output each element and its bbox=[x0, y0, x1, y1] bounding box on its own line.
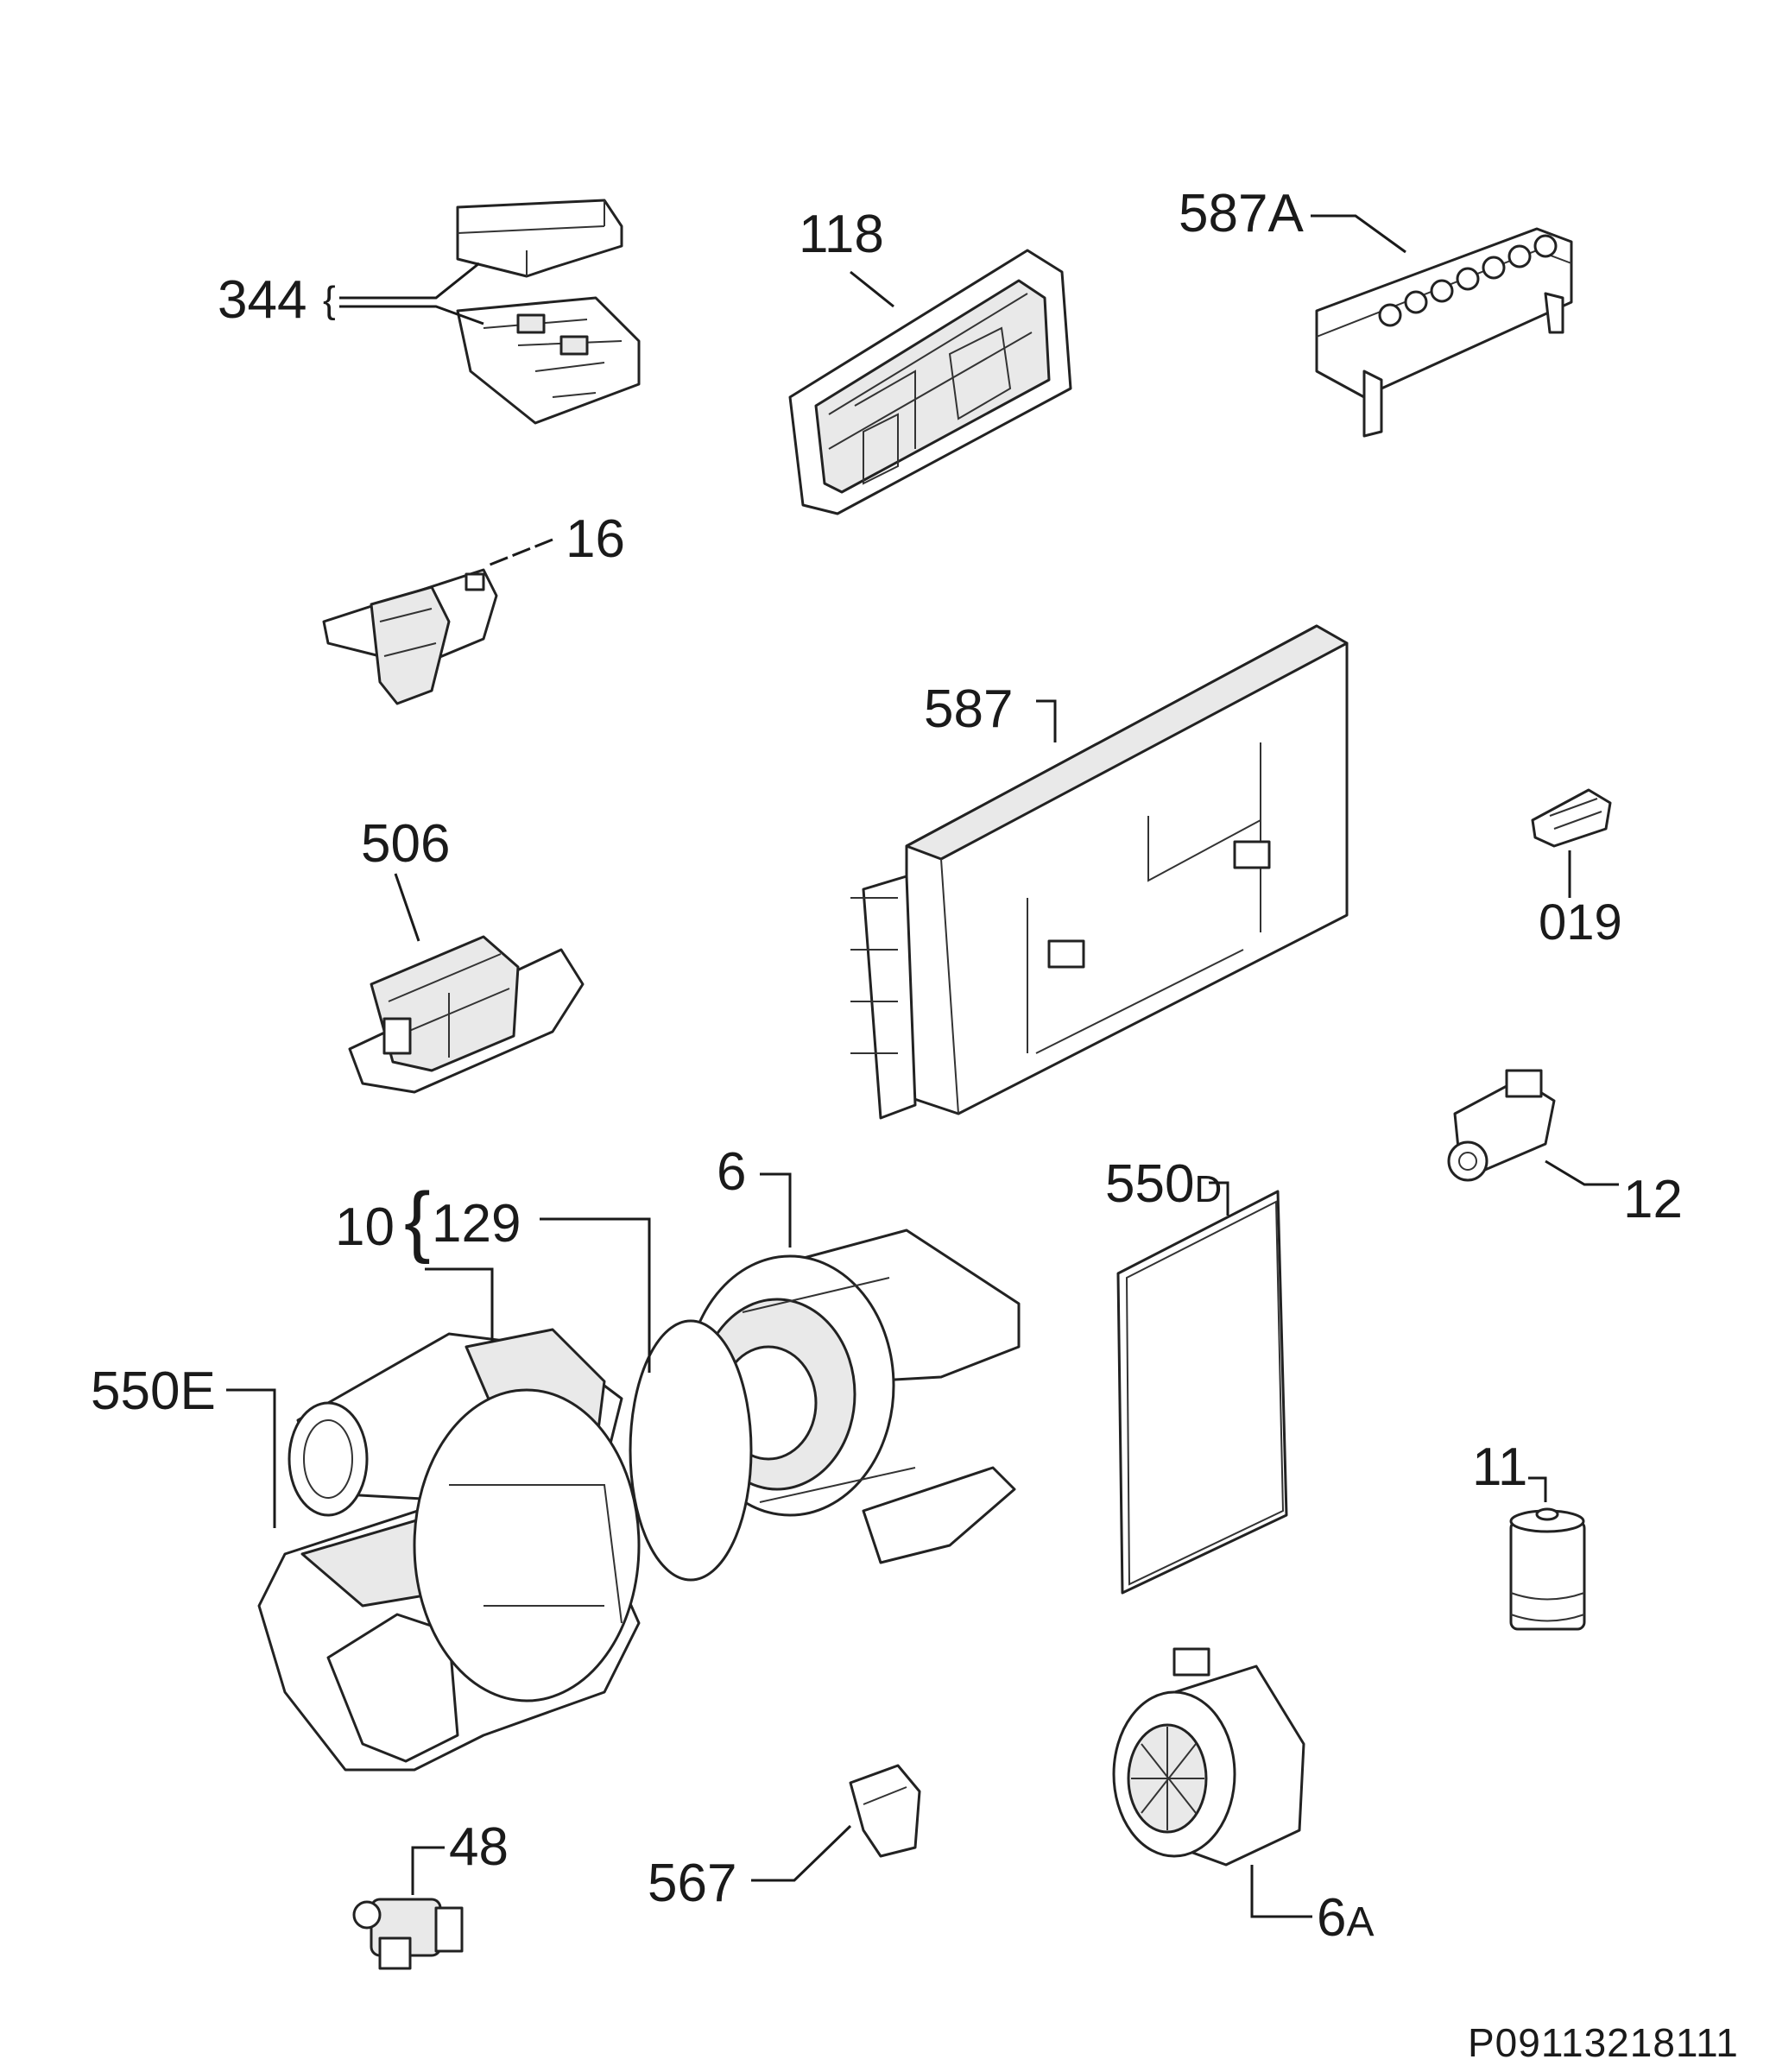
brace-10: { bbox=[404, 1177, 431, 1265]
label-019: 019 bbox=[1539, 894, 1622, 951]
label-6: 6 bbox=[717, 1142, 746, 1202]
part-344 bbox=[456, 199, 641, 425]
label-6A-suffix: A bbox=[1346, 1899, 1374, 1945]
part-11 bbox=[1509, 1507, 1586, 1631]
label-587: 587 bbox=[924, 679, 1013, 739]
label-344: 344 bbox=[218, 270, 307, 330]
part-587A bbox=[1315, 227, 1573, 438]
leader-12 bbox=[1545, 1159, 1619, 1186]
part-118 bbox=[788, 249, 1072, 515]
leader-11 bbox=[1528, 1476, 1547, 1502]
part-550D bbox=[1116, 1190, 1288, 1595]
leader-129 bbox=[425, 1217, 651, 1373]
leader-16 bbox=[487, 538, 553, 567]
label-587A: 587A bbox=[1179, 184, 1304, 243]
label-11: 11 bbox=[1472, 1437, 1527, 1497]
label-6A-number: 6 bbox=[1317, 1888, 1346, 1948]
part-48 bbox=[352, 1898, 464, 1970]
label-506: 506 bbox=[361, 814, 450, 874]
part-587 bbox=[850, 624, 1349, 1120]
part-6A bbox=[1112, 1647, 1305, 1867]
leader-550D bbox=[1209, 1181, 1229, 1216]
label-10: 10 bbox=[335, 1197, 395, 1257]
leader-344 bbox=[339, 262, 484, 325]
label-16: 16 bbox=[566, 509, 625, 569]
brace-344: { bbox=[323, 279, 336, 321]
leader-6 bbox=[760, 1172, 792, 1248]
label-118: 118 bbox=[799, 205, 884, 264]
leader-118 bbox=[850, 270, 894, 308]
label-6A: 6A bbox=[1317, 1888, 1375, 1948]
label-550E: 550E bbox=[91, 1361, 216, 1421]
part-506 bbox=[348, 935, 585, 1094]
label-567: 567 bbox=[648, 1854, 736, 1913]
part-16 bbox=[322, 568, 498, 705]
button-caps bbox=[1378, 234, 1558, 327]
label-129: 129 bbox=[432, 1194, 521, 1254]
leader-550E bbox=[226, 1388, 276, 1528]
label-550D-suffix: D bbox=[1194, 1168, 1222, 1210]
leader-48 bbox=[411, 1846, 445, 1895]
leader-6A bbox=[1250, 1865, 1312, 1918]
leader-587A bbox=[1311, 214, 1406, 254]
part-550E bbox=[257, 1388, 641, 1772]
label-12: 12 bbox=[1623, 1170, 1683, 1229]
label-550D: 550D bbox=[1105, 1154, 1222, 1214]
drawing-code: P09113218111 bbox=[1468, 2020, 1739, 2065]
leader-587 bbox=[1036, 699, 1057, 742]
leader-506 bbox=[394, 873, 420, 942]
part-12 bbox=[1447, 1069, 1556, 1182]
leader-567 bbox=[751, 1824, 852, 1882]
label-550D-number: 550 bbox=[1105, 1154, 1194, 1214]
part-019 bbox=[1531, 788, 1612, 848]
label-48: 48 bbox=[449, 1817, 509, 1877]
part-567 bbox=[849, 1764, 921, 1858]
